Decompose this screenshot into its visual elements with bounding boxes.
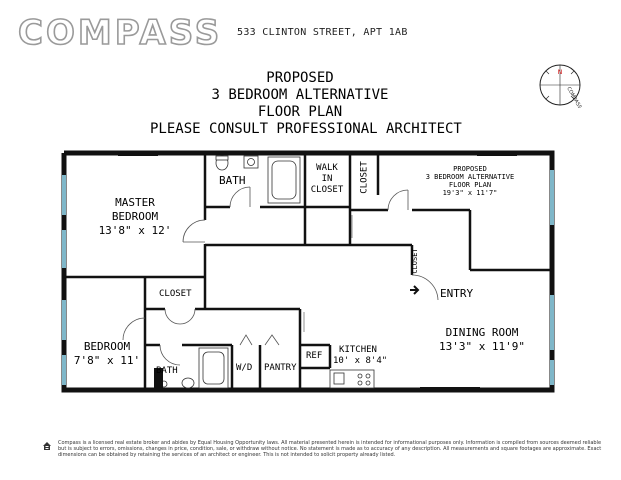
- bathtub-top: [267, 156, 301, 204]
- walk-in-closet-line-1: WALK: [316, 163, 338, 173]
- proposed-line-3: FLOOR PLAN: [448, 181, 492, 189]
- room-proposed: PROPOSED 3 BEDROOM ALTERNATIVE FLOOR PLA…: [405, 165, 535, 197]
- title-line-2: 3 BEDROOM ALTERNATIVE: [211, 87, 389, 103]
- windows: [62, 170, 554, 385]
- room-pantry: PANTRY: [264, 363, 297, 373]
- toilet-top: [215, 155, 229, 171]
- room-master-bedroom: MASTER BEDROOM 13'8" x 12': [90, 196, 180, 238]
- title-line-1: PROPOSED: [266, 70, 334, 86]
- proposed-dims: 19'3" x 11'7": [442, 189, 498, 197]
- proposed-line-2: 3 BEDROOM ALTERNATIVE: [425, 173, 515, 181]
- room-bath-bottom: BATH: [156, 366, 178, 376]
- kitchen-name: KITCHEN: [339, 345, 377, 355]
- north-compass-icon: N COMPASS: [539, 64, 583, 108]
- walk-in-closet-line-3: CLOSET: [310, 185, 344, 195]
- listing-address: 533 CLINTON STREET, APT 1AB: [237, 27, 408, 38]
- master-bedroom-name-2: BEDROOM: [111, 210, 159, 223]
- dining-dims: 13'3" x 11'9": [438, 340, 526, 353]
- kitchen-counter: [329, 369, 375, 389]
- bedroom-name: BEDROOM: [83, 340, 131, 353]
- room-entry: ENTRY: [440, 287, 474, 300]
- room-closet-vertical: CLOSET: [359, 161, 370, 194]
- bedroom-dims: 7'8" x 11': [73, 354, 141, 367]
- plan-title: PROPOSED 3 BEDROOM ALTERNATIVE FLOOR PLA…: [150, 70, 462, 138]
- bathtub-bottom: [198, 347, 229, 389]
- master-bedroom-name-1: MASTER: [115, 196, 155, 209]
- sink-top: [243, 155, 259, 169]
- master-bedroom-dims: 13'8" x 12': [98, 224, 172, 237]
- equal-housing-icon: [43, 442, 51, 450]
- door-swings: [122, 186, 439, 366]
- room-kitchen: KITCHEN 10' x 8'4": [333, 345, 388, 367]
- room-closet-small: CLOSET: [411, 248, 419, 274]
- toilet-bottom: [160, 377, 195, 389]
- entry-arrow-icon: [410, 285, 420, 295]
- kitchen-dims: 10' x 8'4": [333, 356, 388, 366]
- room-closet-mid: CLOSET: [159, 289, 192, 299]
- room-ref: REF: [306, 351, 323, 361]
- compass-logo: COMPASS: [17, 12, 223, 54]
- room-walk-in-closet: WALK IN CLOSET: [307, 163, 347, 196]
- room-bath-top: BATH: [219, 174, 246, 187]
- dining-name: DINING ROOM: [445, 326, 519, 339]
- legal-disclaimer: Compass is a licensed real estate broker…: [58, 440, 602, 458]
- room-dining: DINING ROOM 13'3" x 11'9": [432, 326, 532, 354]
- room-wd: W/D: [236, 363, 253, 373]
- walk-in-closet-line-2: IN: [321, 174, 333, 184]
- title-line-3: FLOOR PLAN: [257, 104, 343, 120]
- title-line-4: PLEASE CONSULT PROFESSIONAL ARCHITECT: [150, 121, 462, 137]
- bath-fixture: [154, 368, 163, 388]
- compass-north-letter: N: [558, 69, 563, 76]
- room-bedroom: BEDROOM 7'8" x 11': [72, 340, 142, 368]
- proposed-line-1: PROPOSED: [453, 165, 487, 173]
- interior-walls: [64, 153, 552, 390]
